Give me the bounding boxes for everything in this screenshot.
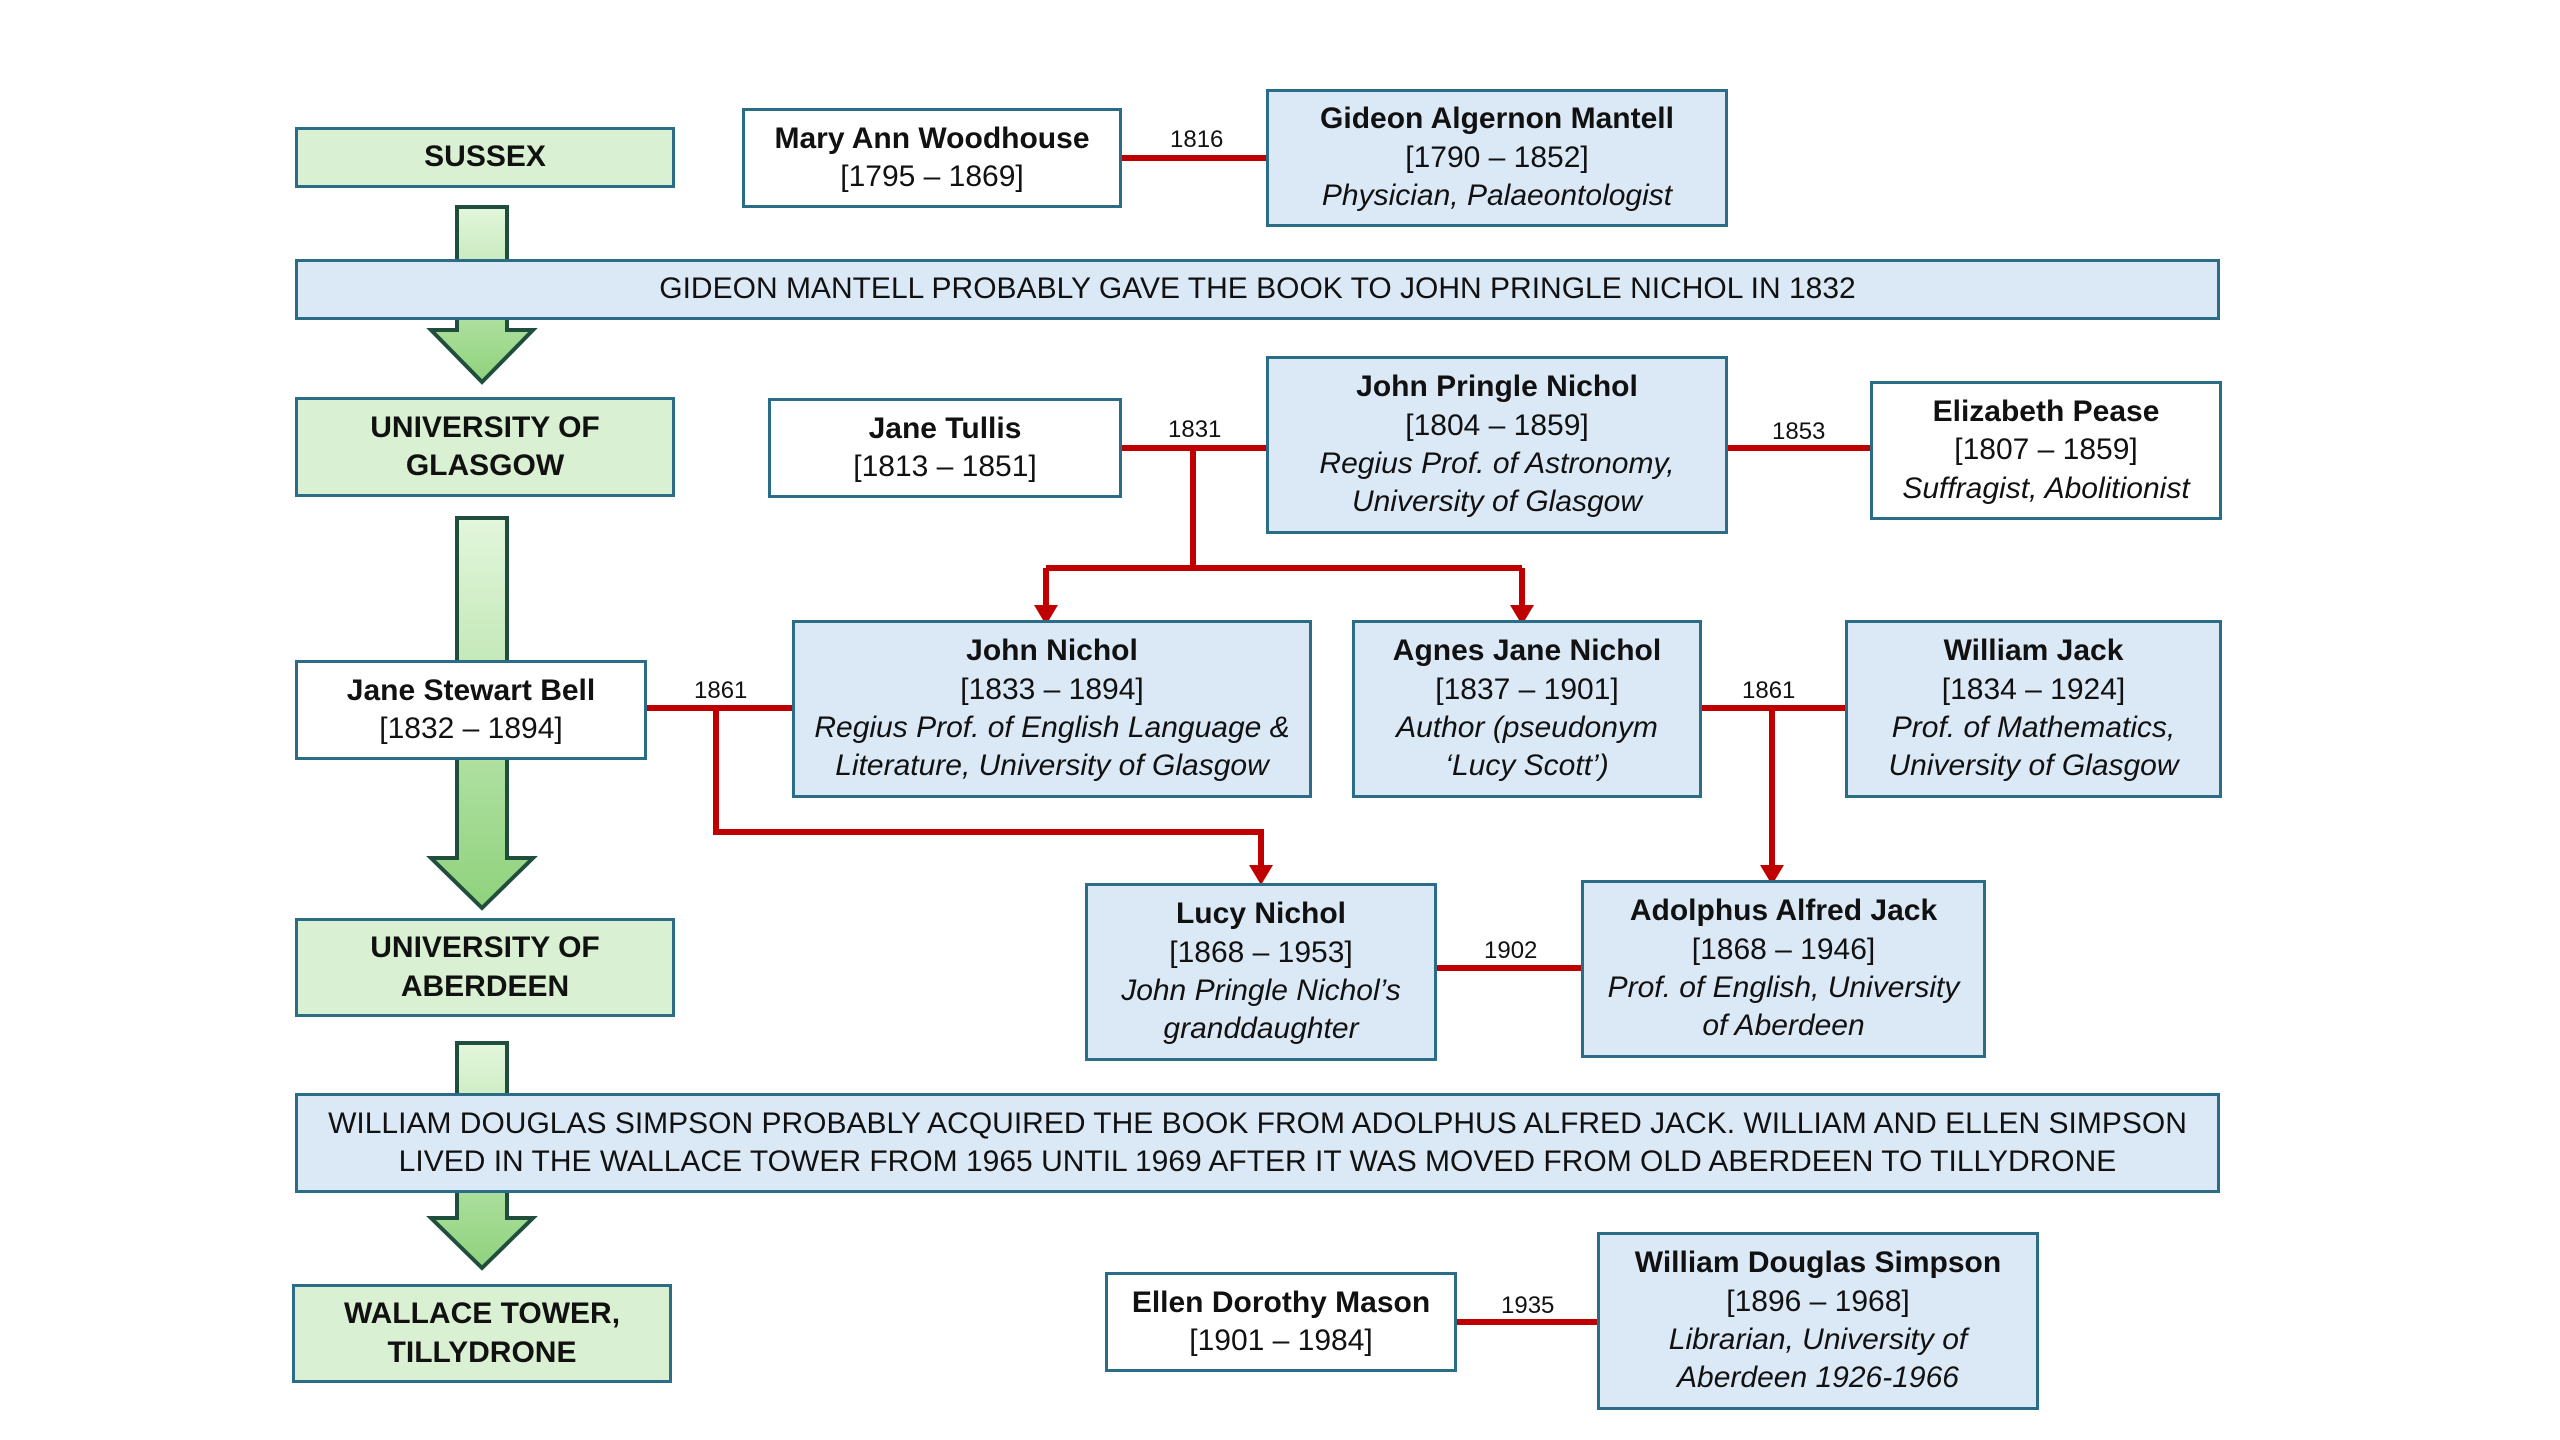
location-label-line2: TILLYDRONE [387, 1335, 577, 1369]
person-jane-tullis: Jane Tullis [1813 – 1851] [768, 398, 1122, 498]
location-label-line2: ABERDEEN [400, 969, 570, 1003]
marriage-year-1853: 1853 [1772, 418, 1826, 445]
marriage-year-1816: 1816 [1170, 126, 1224, 153]
person-name: William Jack [1943, 634, 2124, 668]
person-name: Agnes Jane Nichol [1392, 634, 1662, 668]
marriage-year-1861-jack: 1861 [1742, 677, 1796, 704]
banner-mantell-gift: GIDEON MANTELL PROBABLY GAVE THE BOOK TO… [295, 259, 2220, 320]
person-role-line2: of Aberdeen [1702, 1009, 1865, 1043]
person-dates: [1896 – 1968] [1726, 1284, 1910, 1318]
person-dates: [1813 – 1851] [853, 450, 1037, 483]
person-role-line1: Regius Prof. of English Language & [814, 711, 1290, 744]
banner-text-line1: WILLIAM DOUGLAS SIMPSON PROBABLY ACQUIRE… [328, 1106, 2187, 1140]
location-university-of-glasgow: UNIVERSITY OF GLASGOW [295, 397, 675, 497]
person-dates: [1837 – 1901] [1435, 672, 1619, 706]
person-john-nichol: John Nichol [1833 – 1894] Regius Prof. o… [792, 620, 1312, 798]
descent-line-lucy [713, 708, 1264, 868]
person-role-line2: granddaughter [1163, 1012, 1359, 1046]
person-role-line1: Regius Prof. of Astronomy, [1319, 447, 1675, 480]
person-role-line1: Librarian, University of [1668, 1323, 1968, 1356]
person-gideon-mantell: Gideon Algernon Mantell [1790 – 1852] Ph… [1266, 89, 1728, 227]
person-william-douglas-simpson: William Douglas Simpson [1896 – 1968] Li… [1597, 1232, 2039, 1410]
marriage-year-1902: 1902 [1484, 937, 1538, 964]
person-mary-ann-woodhouse: Mary Ann Woodhouse [1795 – 1869] [742, 108, 1122, 208]
location-label-line1: UNIVERSITY OF [370, 410, 600, 444]
person-role-line1: Author (pseudonym [1396, 711, 1658, 744]
location-label-line1: UNIVERSITY OF [370, 931, 600, 965]
person-name: John Pringle Nichol [1356, 370, 1638, 404]
person-ellen-dorothy-mason: Ellen Dorothy Mason [1901 – 1984] [1105, 1272, 1457, 1372]
person-john-pringle-nichol: John Pringle Nichol [1804 – 1859] Regius… [1266, 356, 1728, 534]
arrowhead-lucy [1249, 865, 1273, 885]
location-university-of-aberdeen: UNIVERSITY OF ABERDEEN [295, 918, 675, 1017]
person-dates: [1832 – 1894] [379, 712, 563, 745]
person-dates: [1901 – 1984] [1189, 1324, 1373, 1357]
person-dates: [1868 – 1946] [1691, 932, 1876, 966]
marriage-year-1935: 1935 [1501, 1292, 1555, 1319]
arrowhead-john-nichol [1034, 605, 1058, 625]
person-role-line2: ‘Lucy Scott’) [1445, 749, 1609, 783]
person-dates: [1834 – 1924] [1941, 672, 2126, 706]
person-william-jack: William Jack [1834 – 1924] Prof. of Math… [1845, 620, 2222, 798]
person-lucy-nichol: Lucy Nichol [1868 – 1953] John Pringle N… [1085, 883, 1437, 1061]
person-name: Gideon Algernon Mantell [1320, 102, 1674, 136]
person-dates: [1833 – 1894] [960, 672, 1144, 706]
person-name: Mary Ann Woodhouse [774, 121, 1090, 155]
person-role-line2: University of Glasgow [1351, 485, 1643, 519]
person-adolphus-alfred-jack: Adolphus Alfred Jack [1868 – 1946] Prof.… [1581, 880, 1986, 1058]
person-role: Suffragist, Abolitionist [1902, 471, 2190, 505]
person-role-line2: Literature, University of Glasgow [835, 749, 1269, 783]
banner-text: GIDEON MANTELL PROBABLY GAVE THE BOOK TO… [659, 272, 1856, 306]
person-role-line1: John Pringle Nichol’s [1121, 974, 1401, 1007]
person-name: William Douglas Simpson [1634, 1246, 2002, 1280]
location-label-line1: WALLACE TOWER, [343, 1297, 621, 1331]
person-name: Jane Tullis [868, 411, 1022, 445]
person-role: Physician, Palaeontologist [1321, 179, 1673, 213]
descent-line-nichol-children [1043, 448, 1525, 608]
location-label-line2: GLASGOW [405, 449, 565, 482]
person-name: Elizabeth Pease [1932, 394, 2160, 428]
person-dates: [1795 – 1869] [840, 160, 1024, 193]
person-name: Ellen Dorothy Mason [1131, 1285, 1431, 1319]
person-dates: [1807 – 1859] [1954, 433, 2138, 467]
person-name: Jane Stewart Bell [346, 673, 596, 707]
arrowhead-agnes [1510, 605, 1534, 625]
person-role-line1: Prof. of English, University [1607, 971, 1960, 1004]
person-role-line2: Aberdeen 1926-1966 [1677, 1361, 1959, 1395]
location-label: SUSSEX [424, 140, 546, 174]
person-agnes-jane-nichol: Agnes Jane Nichol [1837 – 1901] Author (… [1352, 620, 1702, 798]
person-name: Adolphus Alfred Jack [1629, 894, 1938, 928]
person-dates: [1868 – 1953] [1169, 935, 1353, 969]
person-role-line1: Prof. of Mathematics, [1891, 711, 2176, 744]
person-dates: [1804 – 1859] [1405, 408, 1589, 442]
person-jane-stewart-bell: Jane Stewart Bell [1832 – 1894] [295, 660, 647, 760]
marriage-year-1861-bell: 1861 [694, 677, 748, 704]
person-role-line2: University of Glasgow [1888, 749, 2179, 783]
person-name: John Nichol [966, 634, 1138, 668]
location-sussex: SUSSEX [295, 127, 675, 188]
banner-simpson-acquisition: WILLIAM DOUGLAS SIMPSON PROBABLY ACQUIRE… [295, 1093, 2220, 1193]
arrowhead-adolphus [1760, 865, 1784, 885]
location-wallace-tower: WALLACE TOWER, TILLYDRONE [292, 1284, 672, 1383]
person-dates: [1790 – 1852] [1405, 140, 1589, 174]
banner-text-line2: LIVED IN THE WALLACE TOWER FROM 1965 UNT… [398, 1145, 2117, 1178]
marriage-year-1831: 1831 [1168, 416, 1222, 443]
person-elizabeth-pease: Elizabeth Pease [1807 – 1859] Suffragist… [1870, 381, 2222, 520]
person-name: Lucy Nichol [1175, 897, 1347, 931]
